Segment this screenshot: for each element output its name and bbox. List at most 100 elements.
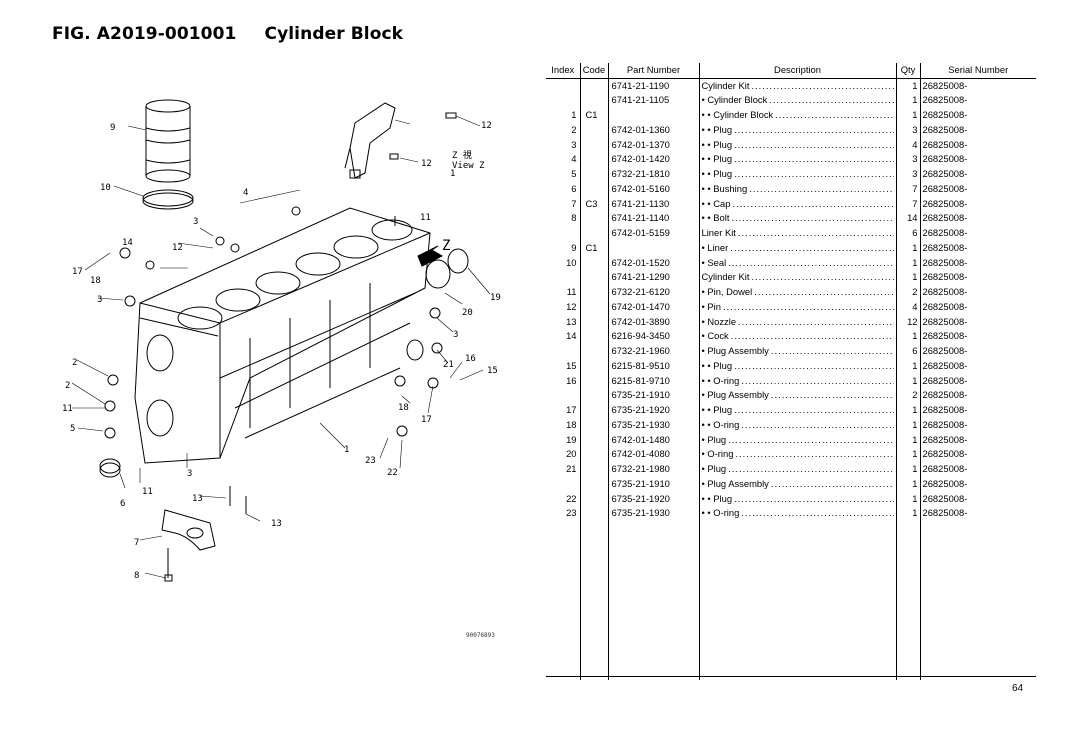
description-text: • Pin (701, 300, 721, 312)
cell-code: C1 (579, 108, 608, 123)
cell-qty: 1 (895, 447, 920, 463)
description-text: • • Bolt (701, 212, 730, 224)
cell-index (546, 388, 580, 403)
column-header-serial-number: Serial Number (919, 63, 1036, 79)
callout-3c: 3 (187, 469, 192, 479)
figure-number: FIG. A2019-001001 (52, 24, 237, 44)
description-text: • • O-ring (701, 418, 740, 430)
table-row: 6735-21-1910• Plug Assembly.............… (546, 388, 1036, 404)
callout-18b: 18 (398, 403, 409, 413)
cell-qty: 1 (895, 506, 920, 522)
cell-serial: 26825008- (919, 373, 1036, 389)
cell-index: 7 (571, 197, 577, 209)
dot-leader: ........................................… (741, 374, 893, 386)
cell-index: 6 (571, 182, 577, 194)
parts-table-container: Index Code Part Number Description Qty S… (546, 63, 1036, 681)
page-title: FIG. A2019-001001 Cylinder Block (52, 24, 403, 44)
cell-serial: 26825008- (919, 432, 1036, 448)
cell-qty: 14 (895, 211, 920, 227)
callout-19: 19 (490, 293, 501, 303)
cell-serial: 26825008- (919, 122, 1036, 138)
table-row: 6735-21-1910• Plug Assembly.............… (546, 476, 1036, 492)
description-text: • Pin, Dowel (701, 286, 753, 298)
cell-index (546, 226, 580, 241)
callout-4: 4 (243, 188, 248, 198)
cell-serial: 26825008- (919, 462, 1036, 477)
cell-qty: 2 (895, 388, 920, 404)
cell-index: 17 (566, 404, 577, 416)
cell-qty: 1 (895, 432, 920, 448)
callout-12a: 12 (172, 243, 183, 253)
cell-description: • Cylinder Block........................… (698, 93, 896, 109)
cell-index (546, 477, 580, 492)
cell-part: 6735-21-1910 (607, 388, 699, 404)
description-text: • Plug Assembly (701, 389, 769, 401)
cell-qty: 1 (895, 373, 920, 389)
cell-qty: 1 (895, 240, 920, 256)
callout-2b: 2 (65, 381, 70, 391)
dot-leader: ........................................… (749, 182, 894, 194)
description-text: • • O-ring (701, 507, 740, 519)
description-text: • • Plug (701, 168, 733, 180)
cell-qty: 1 (895, 108, 920, 123)
cell-index: 12 (566, 300, 577, 312)
cell-part (607, 240, 699, 256)
description-text: • • Cap (701, 197, 731, 209)
cell-qty: 4 (895, 299, 920, 315)
dot-leader: ........................................… (728, 256, 893, 268)
dot-leader: ........................................… (769, 94, 893, 106)
cell-serial: 26825008- (919, 255, 1036, 271)
cell-qty: 4 (895, 137, 920, 153)
description-text: Cylinder Kit (701, 271, 750, 283)
cell-serial: 26825008- (919, 211, 1036, 227)
cell-serial: 26825008- (919, 78, 1036, 94)
cell-part: 6742-01-1480 (607, 432, 699, 448)
dot-leader: ........................................… (751, 79, 893, 91)
cell-part: 6735-21-1930 (607, 417, 699, 433)
description-text: • Nozzle (701, 315, 737, 327)
cell-part: 6742-01-4080 (607, 447, 699, 463)
callout-13a: 13 (192, 494, 203, 504)
cell-qty: 1 (895, 417, 920, 433)
callout-8: 8 (134, 571, 139, 581)
cell-index: 19 (566, 433, 577, 445)
cell-description: • • Plug................................… (698, 152, 896, 168)
cell-index: 5 (571, 168, 577, 180)
cell-qty: 2 (895, 285, 920, 300)
cell-code (579, 358, 608, 374)
cell-serial: 26825008- (919, 329, 1036, 345)
callout-11a: 11 (420, 213, 431, 223)
cell-part: 6735-21-1930 (607, 506, 699, 522)
cell-description: • Seal..................................… (698, 255, 896, 271)
cell-index: 13 (566, 315, 577, 327)
cell-index: 1 (571, 109, 577, 121)
description-text: • • O-ring (701, 374, 740, 386)
cell-code (579, 270, 608, 286)
callout-12c: 12 (421, 159, 432, 169)
cell-description: • • Bolt................................… (698, 211, 896, 227)
cell-code (579, 255, 608, 271)
cell-part: 6742-01-5159 (607, 226, 699, 241)
seal-part (142, 189, 194, 210)
cell-code (579, 344, 608, 359)
arrow-z-label: Z (442, 238, 450, 254)
description-text: • Liner (701, 241, 729, 253)
callout-2a: 2 (72, 358, 77, 368)
cell-serial: 26825008- (919, 196, 1036, 212)
cell-index: 16 (566, 374, 577, 386)
description-text: • Seal (701, 256, 727, 268)
callout-21: 21 (443, 360, 454, 370)
description-text: • • Plug (701, 404, 733, 416)
cell-qty: 3 (895, 152, 920, 168)
dot-leader: ........................................… (738, 315, 894, 327)
cell-code (579, 403, 608, 418)
